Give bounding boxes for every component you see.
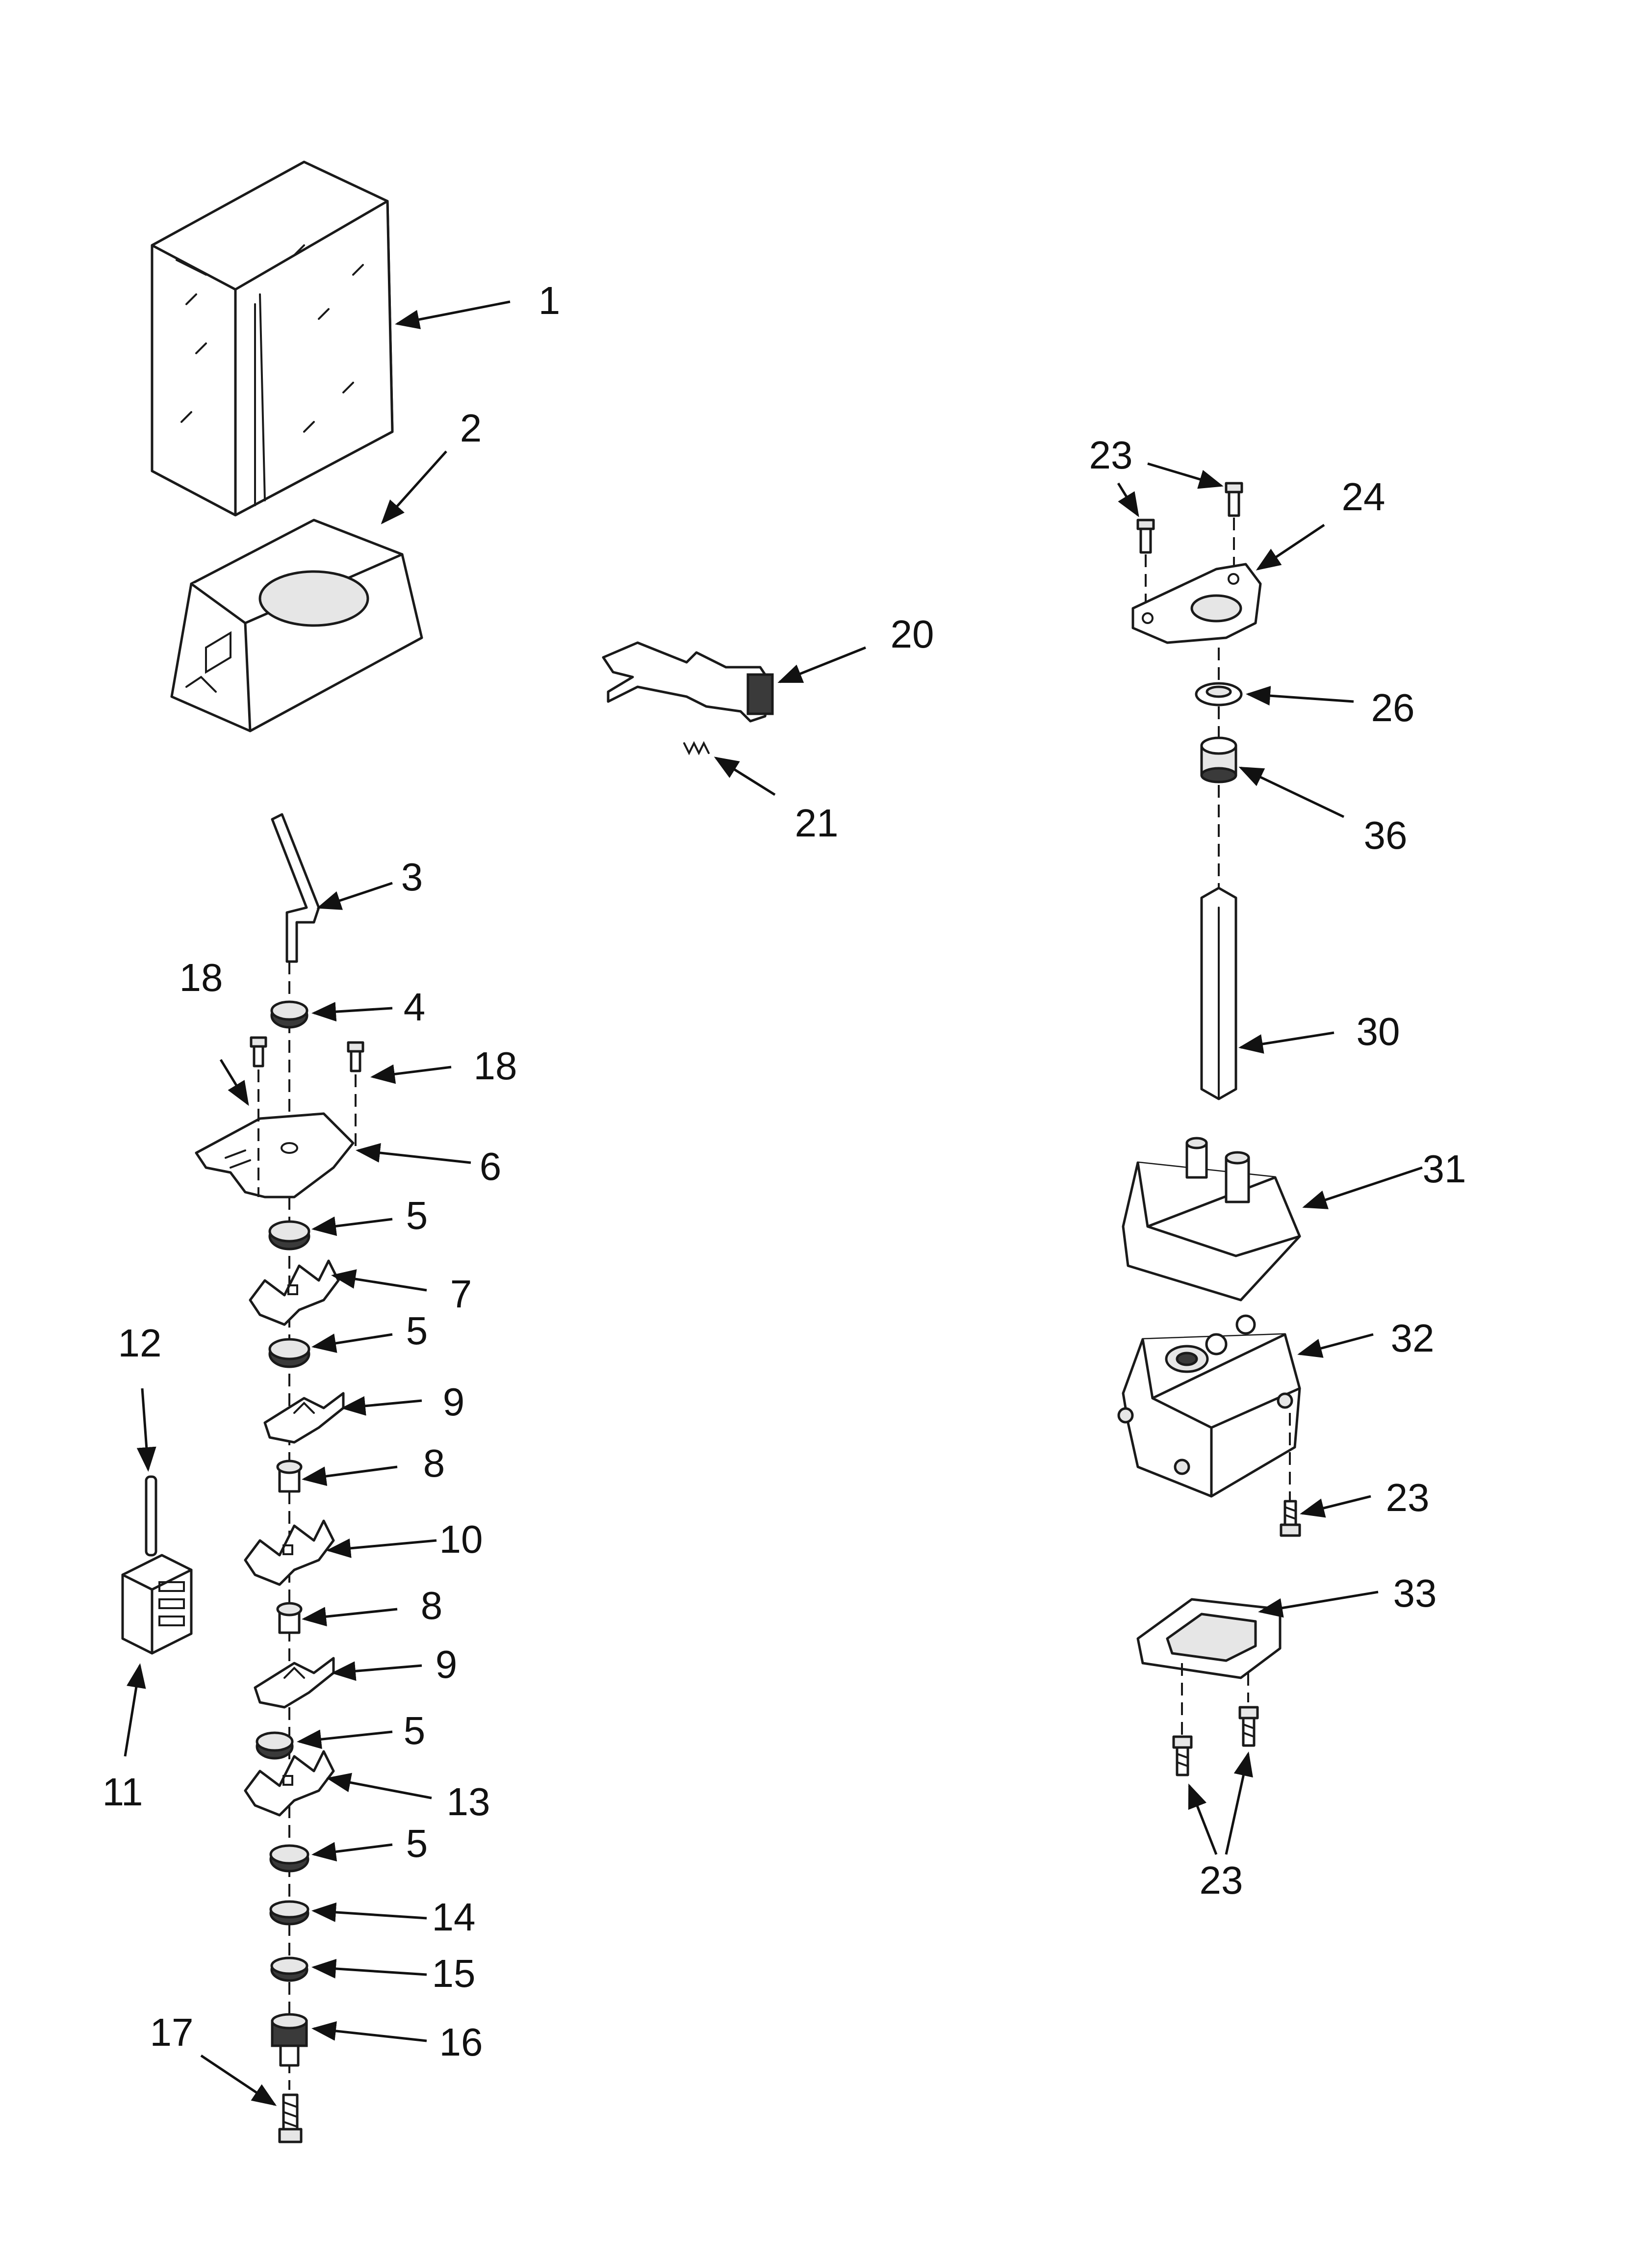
part-30-shaft: [1200, 886, 1237, 1100]
part-4-bushing: [270, 1000, 308, 1029]
callout-23-top: 23: [1089, 433, 1133, 477]
part-33-gasket: [1136, 1598, 1282, 1679]
part-21-spring: [683, 741, 710, 756]
part-20-actuator: [602, 641, 774, 723]
part-17-screw: [278, 2093, 303, 2143]
part-23-screw-top-right: [1225, 482, 1243, 517]
callout-13: 13: [447, 1780, 490, 1824]
part-31-motor-cover: [1122, 1137, 1301, 1302]
callout-6: 6: [480, 1145, 502, 1188]
part-5-spacer-b: [268, 1338, 310, 1368]
part-9-stationary-blade-b: [254, 1657, 335, 1709]
part-5-spacer-a: [268, 1220, 310, 1251]
part-12-pin: [145, 1475, 157, 1557]
part-23-screw-bottom-left: [1172, 1735, 1193, 1776]
callout-5-a: 5: [406, 1194, 428, 1237]
part-6-mounting-plate: [195, 1112, 355, 1199]
callout-32: 32: [1391, 1316, 1435, 1360]
part-23-screw-motor: [1280, 1500, 1301, 1537]
part-9-stationary-blade-a: [263, 1392, 345, 1444]
callout-30: 30: [1357, 1010, 1400, 1053]
callout-31: 31: [1423, 1147, 1466, 1191]
part-13-crusher-blade: [244, 1750, 335, 1817]
part-8-bearing-b: [276, 1602, 303, 1634]
part-5-spacer-c: [256, 1731, 294, 1760]
part-3-shaft-rod: [271, 813, 320, 963]
callout-24: 24: [1342, 475, 1385, 519]
part-7-crusher-blade: [249, 1259, 340, 1326]
callout-14: 14: [432, 1895, 476, 1939]
callout-4: 4: [404, 985, 426, 1029]
callout-18-right: 18: [474, 1044, 517, 1088]
callout-5-c: 5: [404, 1709, 426, 1752]
part-23-screw-bottom-right: [1238, 1706, 1259, 1747]
part-18-screw-right: [347, 1041, 364, 1072]
part-14-washer: [269, 1900, 309, 1926]
callout-17: 17: [150, 2010, 194, 2054]
part-26-washer: [1195, 682, 1243, 706]
callout-23-bottom: 23: [1200, 1858, 1243, 1902]
callout-16: 16: [439, 2020, 483, 2064]
callout-5-b: 5: [406, 1309, 428, 1353]
callout-1: 1: [539, 279, 561, 322]
part-10-crusher-blade: [244, 1519, 335, 1586]
part-15-washer: [270, 1956, 308, 1982]
callout-11: 11: [102, 1770, 143, 1814]
part-11-block: [121, 1554, 193, 1655]
leader-lines: [124, 300, 1423, 2106]
part-5-spacer-d: [269, 1844, 309, 1873]
callout-8-a: 8: [423, 1441, 445, 1485]
callout-9-b: 9: [436, 1642, 458, 1686]
callout-20: 20: [891, 612, 934, 656]
part-18-screw-left: [250, 1036, 267, 1068]
callout-15: 15: [432, 1952, 476, 1995]
callout-9-a: 9: [443, 1380, 465, 1424]
part-23-screw-top-left: [1136, 519, 1155, 554]
callout-2: 2: [460, 406, 482, 450]
part-2-bucket-base: [170, 519, 423, 732]
callout-36: 36: [1364, 813, 1408, 857]
callout-5-d: 5: [406, 1822, 428, 1865]
part-1-ice-bucket: [151, 160, 394, 517]
callout-26: 26: [1371, 686, 1415, 730]
part-16-coupler: [271, 2013, 308, 2067]
part-32-motor: [1117, 1314, 1301, 1498]
callout-3: 3: [401, 855, 423, 899]
part-8-bearing-a: [276, 1460, 303, 1493]
part-36-bushing: [1200, 736, 1237, 783]
callout-10: 10: [439, 1517, 483, 1561]
callout-21: 21: [795, 801, 839, 845]
callout-7: 7: [450, 1272, 472, 1316]
callout-8-b: 8: [421, 1584, 443, 1627]
callout-33: 33: [1393, 1571, 1437, 1615]
part-24-bracket: [1131, 563, 1262, 644]
callout-12: 12: [118, 1321, 162, 1365]
callout-18-left: 18: [180, 956, 223, 999]
callout-23-motor: 23: [1386, 1476, 1430, 1519]
